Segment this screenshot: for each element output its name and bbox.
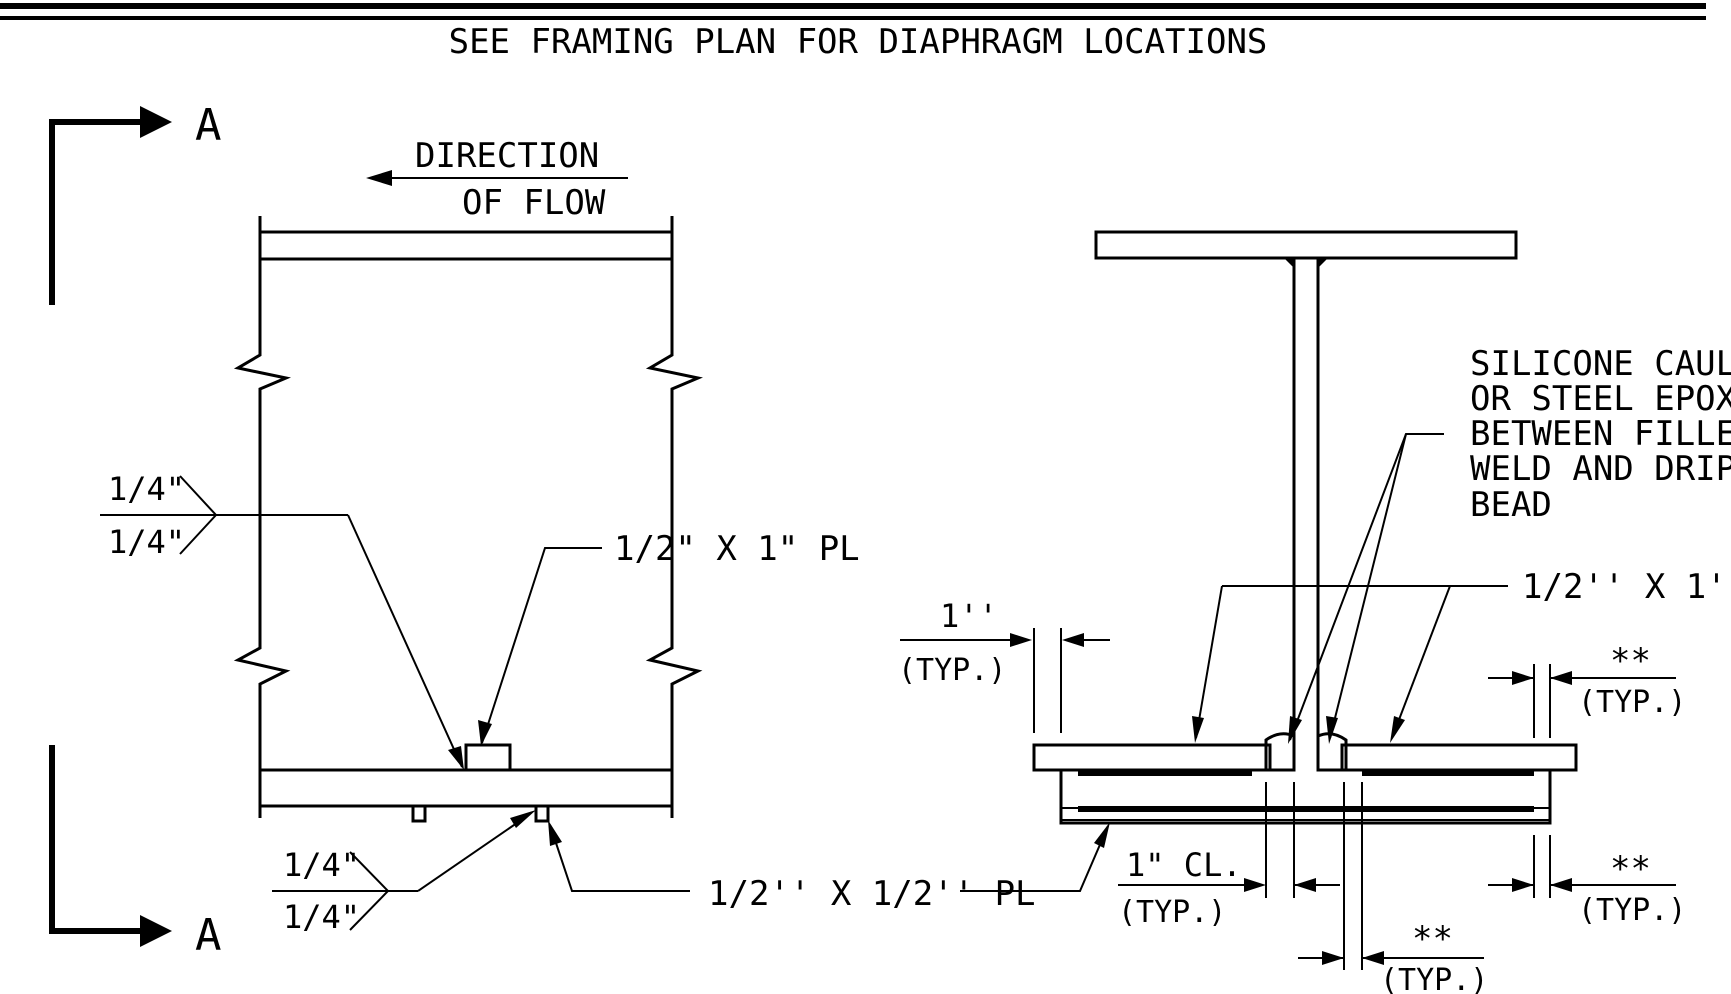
direction-of-flow: DIRECTION OF FLOW	[366, 136, 628, 223]
beam-section	[1094, 230, 1518, 770]
right-plate-label: 1/2'' X 1'' PL	[1522, 567, 1731, 607]
weld-size-upper-bottom: 1/4"	[108, 523, 185, 561]
fillet-weld-left	[1264, 732, 1296, 772]
half-by-one-plate-callout: 1/2" X 1" PL	[478, 529, 860, 746]
drip-bead-right	[534, 804, 550, 823]
star-bottom-right-typ: (TYP.)	[1578, 893, 1686, 928]
right-plate-callout: 1/2'' X 1'' PL	[1192, 567, 1731, 743]
silicone-note-line4: WELD AND DRIP	[1470, 449, 1731, 489]
star-top-right: **	[1610, 641, 1651, 681]
silicone-note-line2: OR STEEL EPOXY	[1470, 379, 1731, 419]
framing-plan-note: SEE FRAMING PLAN FOR DIAPHRAGM LOCATIONS	[449, 22, 1268, 62]
hatched-plate-right	[1340, 743, 1578, 772]
silicone-note-line5: BEAD	[1470, 485, 1552, 525]
dim-one-inch-cl-typ: (TYP.)	[1118, 895, 1226, 930]
silicone-note-line1: SILICONE CAULK	[1470, 344, 1731, 384]
weld-size-lower-top: 1/4"	[283, 846, 360, 884]
star-top-right-typ: (TYP.)	[1578, 685, 1686, 720]
weld-symbol-lower: 1/4" 1/4"	[272, 810, 536, 936]
section-label-bottom: A	[195, 910, 222, 961]
dim-one-inch-typ: (TYP.)	[898, 653, 1006, 688]
one-inch-dimension: 1'' (TYP.)	[898, 597, 1110, 733]
star-dimension-bottom-center: ** (TYP.)	[1298, 782, 1488, 994]
drip-bead-left	[411, 804, 427, 823]
weld-size-upper-top: 1/4"	[108, 470, 185, 508]
star-bottom-center: **	[1412, 919, 1453, 959]
flow-label-line2: OF FLOW	[462, 183, 606, 223]
bottom-plate-section	[1032, 732, 1578, 825]
silicone-note: SILICONE CAULK OR STEEL EPOXY BETWEEN FI…	[1288, 344, 1731, 744]
star-dimension-top-right: ** (TYP.)	[1488, 641, 1686, 738]
weld-symbol-upper: 1/4" 1/4"	[100, 470, 464, 770]
half-by-one-plate	[464, 743, 512, 772]
flow-arrowhead	[366, 170, 392, 186]
dim-one-inch-label: 1''	[940, 597, 998, 635]
section-label-top: A	[195, 100, 222, 151]
star-dimension-bottom-right: ** (TYP.)	[1488, 835, 1686, 928]
plate-half-by-one-label: 1/2" X 1" PL	[614, 529, 860, 569]
top-flange	[1094, 230, 1518, 260]
hatched-plate-left	[1032, 743, 1272, 772]
section-cut-top: A	[49, 100, 222, 305]
fillet-weld-right	[1316, 732, 1348, 772]
dim-one-inch-cl-label: 1" CL.	[1126, 846, 1242, 884]
star-bottom-center-typ: (TYP.)	[1380, 963, 1488, 994]
star-bottom-right: **	[1610, 849, 1651, 889]
section-cut-bottom: A	[49, 745, 222, 961]
half-by-half-plate-callout: 1/2'' X 1/2'' PL	[548, 820, 1110, 914]
weld-leader-upper-arrow	[448, 746, 464, 770]
one-inch-cl-dimension: 1" CL. (TYP.)	[1118, 782, 1340, 930]
plate-half-by-half-label: 1/2'' X 1/2'' PL	[708, 874, 1036, 914]
diaphragm-elevation	[233, 216, 704, 823]
weld-size-lower-bottom: 1/4"	[283, 898, 360, 936]
flow-label-line1: DIRECTION	[415, 136, 599, 176]
silicone-note-line3: BETWEEN FILLET	[1470, 414, 1731, 454]
